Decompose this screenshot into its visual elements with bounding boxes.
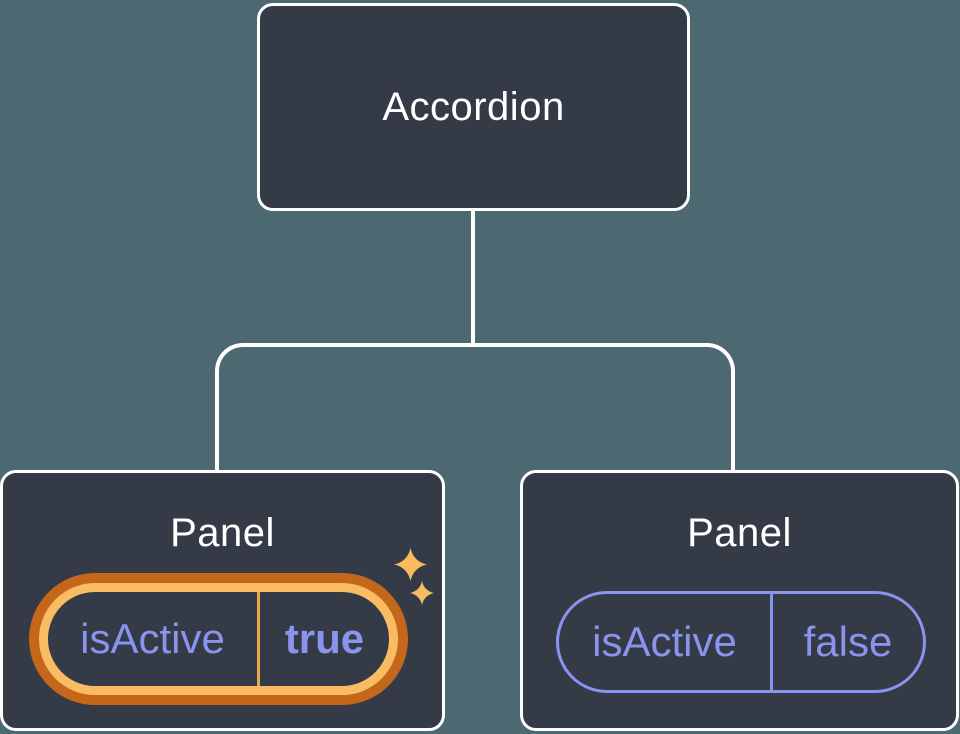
state-value-label: true [284, 615, 365, 662]
sparkle-icon [410, 581, 434, 605]
accordion-node: Accordion [257, 3, 690, 211]
tree-connector-stem [471, 210, 475, 346]
panel-node-label: Panel [687, 511, 792, 555]
state-value-label: false [803, 618, 893, 665]
accordion-node-label: Accordion [382, 84, 565, 129]
state-pill-active: isActive true [39, 583, 398, 695]
state-key-label: isActive [80, 615, 225, 662]
state-key-label: isActive [592, 618, 737, 665]
tree-connector-bracket [215, 343, 735, 470]
panel-node-active: Panel isActive true [0, 470, 445, 731]
state-pill-inactive: isActive false [556, 591, 926, 693]
pill-divider [770, 594, 773, 690]
panel-node-label: Panel [170, 511, 275, 555]
sparkle-icon [394, 548, 427, 581]
pill-divider [257, 592, 260, 686]
panel-node-inactive: Panel isActive false [520, 470, 959, 731]
